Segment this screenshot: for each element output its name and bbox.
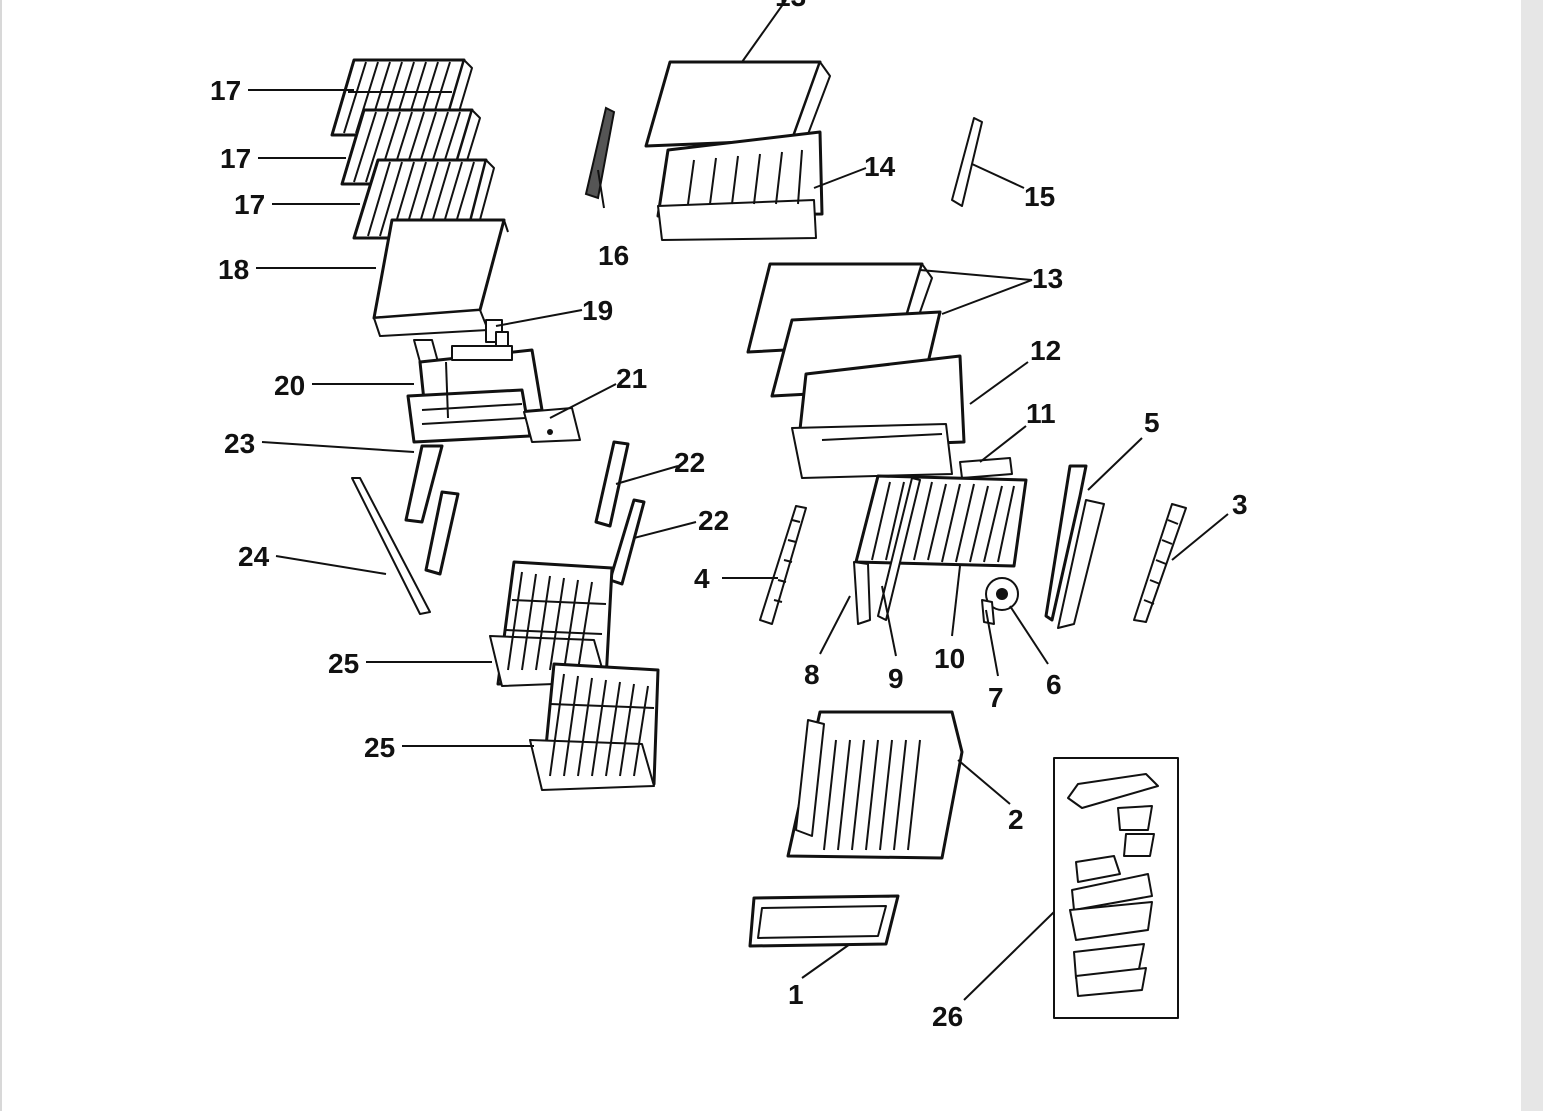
label-17-b: 17 [220, 143, 251, 174]
label-23: 23 [224, 428, 255, 459]
scrollbar-track[interactable] [1521, 0, 1543, 1111]
label-15: 15 [1024, 181, 1055, 212]
label-16: 16 [598, 240, 629, 271]
part-1-drawer-front [748, 894, 900, 948]
part-26-accessory-kit [1053, 757, 1179, 1019]
leader-lines [248, 0, 1229, 1001]
part-9-side-piece [877, 477, 921, 621]
part-4-rail [759, 505, 807, 625]
label-4: 4 [694, 563, 710, 594]
label-20: 20 [274, 370, 305, 401]
part-14-compartment-tray [656, 130, 824, 241]
label-6: 6 [1046, 669, 1062, 700]
label-10: 10 [934, 643, 965, 674]
part-24-rod [351, 477, 431, 615]
part-25-baskets [489, 560, 660, 791]
part-23-rails [404, 444, 460, 576]
label-25-b: 25 [364, 732, 395, 763]
part-2-crisper-bin [786, 710, 964, 860]
label-14: 14 [864, 151, 896, 182]
part-5-rail [1044, 464, 1105, 629]
label-1: 1 [788, 979, 804, 1010]
part-15-strip [951, 117, 983, 207]
label-5: 5 [1144, 407, 1160, 438]
part-20-drawer-frame [406, 339, 544, 444]
label-7: 7 [988, 682, 1004, 713]
part-7-bracket [981, 599, 995, 625]
label-11: 11 [1026, 398, 1056, 429]
part-3-rail [1133, 503, 1187, 623]
part-6-fan [985, 577, 1019, 611]
part-13-top-glass [644, 60, 831, 151]
label-26: 26 [932, 1001, 963, 1032]
part-16-strip [584, 106, 616, 200]
part-22-rails [594, 440, 646, 586]
label-8: 8 [804, 659, 820, 690]
label-17-c: 17 [234, 189, 265, 220]
label-17-a: 17 [210, 75, 241, 106]
part-number-labels: 13 17 17 17 18 19 20 21 23 22 22 24 25 2… [210, 0, 1248, 1032]
label-24: 24 [238, 541, 270, 572]
label-22-a: 22 [674, 447, 705, 478]
label-13-partial: 13 [775, 0, 806, 12]
part-8-side-piece [853, 561, 871, 625]
part-25-basket-lower [529, 662, 660, 791]
label-12: 12 [1030, 335, 1061, 366]
part-10-grille-panel [854, 474, 1028, 568]
label-19: 19 [582, 295, 613, 326]
part-18-glass-shelf [372, 218, 509, 337]
part-11-bar [959, 457, 1013, 479]
part-17-shelves [330, 58, 495, 243]
part-12-drawer [791, 354, 966, 479]
part-21-rail [523, 407, 581, 443]
label-3: 3 [1232, 489, 1248, 520]
label-9: 9 [888, 663, 904, 694]
label-22-b: 22 [698, 505, 729, 536]
label-18: 18 [218, 254, 249, 285]
label-25-a: 25 [328, 648, 359, 679]
label-21: 21 [616, 363, 647, 394]
label-13: 13 [1032, 263, 1063, 294]
label-2: 2 [1008, 804, 1024, 835]
